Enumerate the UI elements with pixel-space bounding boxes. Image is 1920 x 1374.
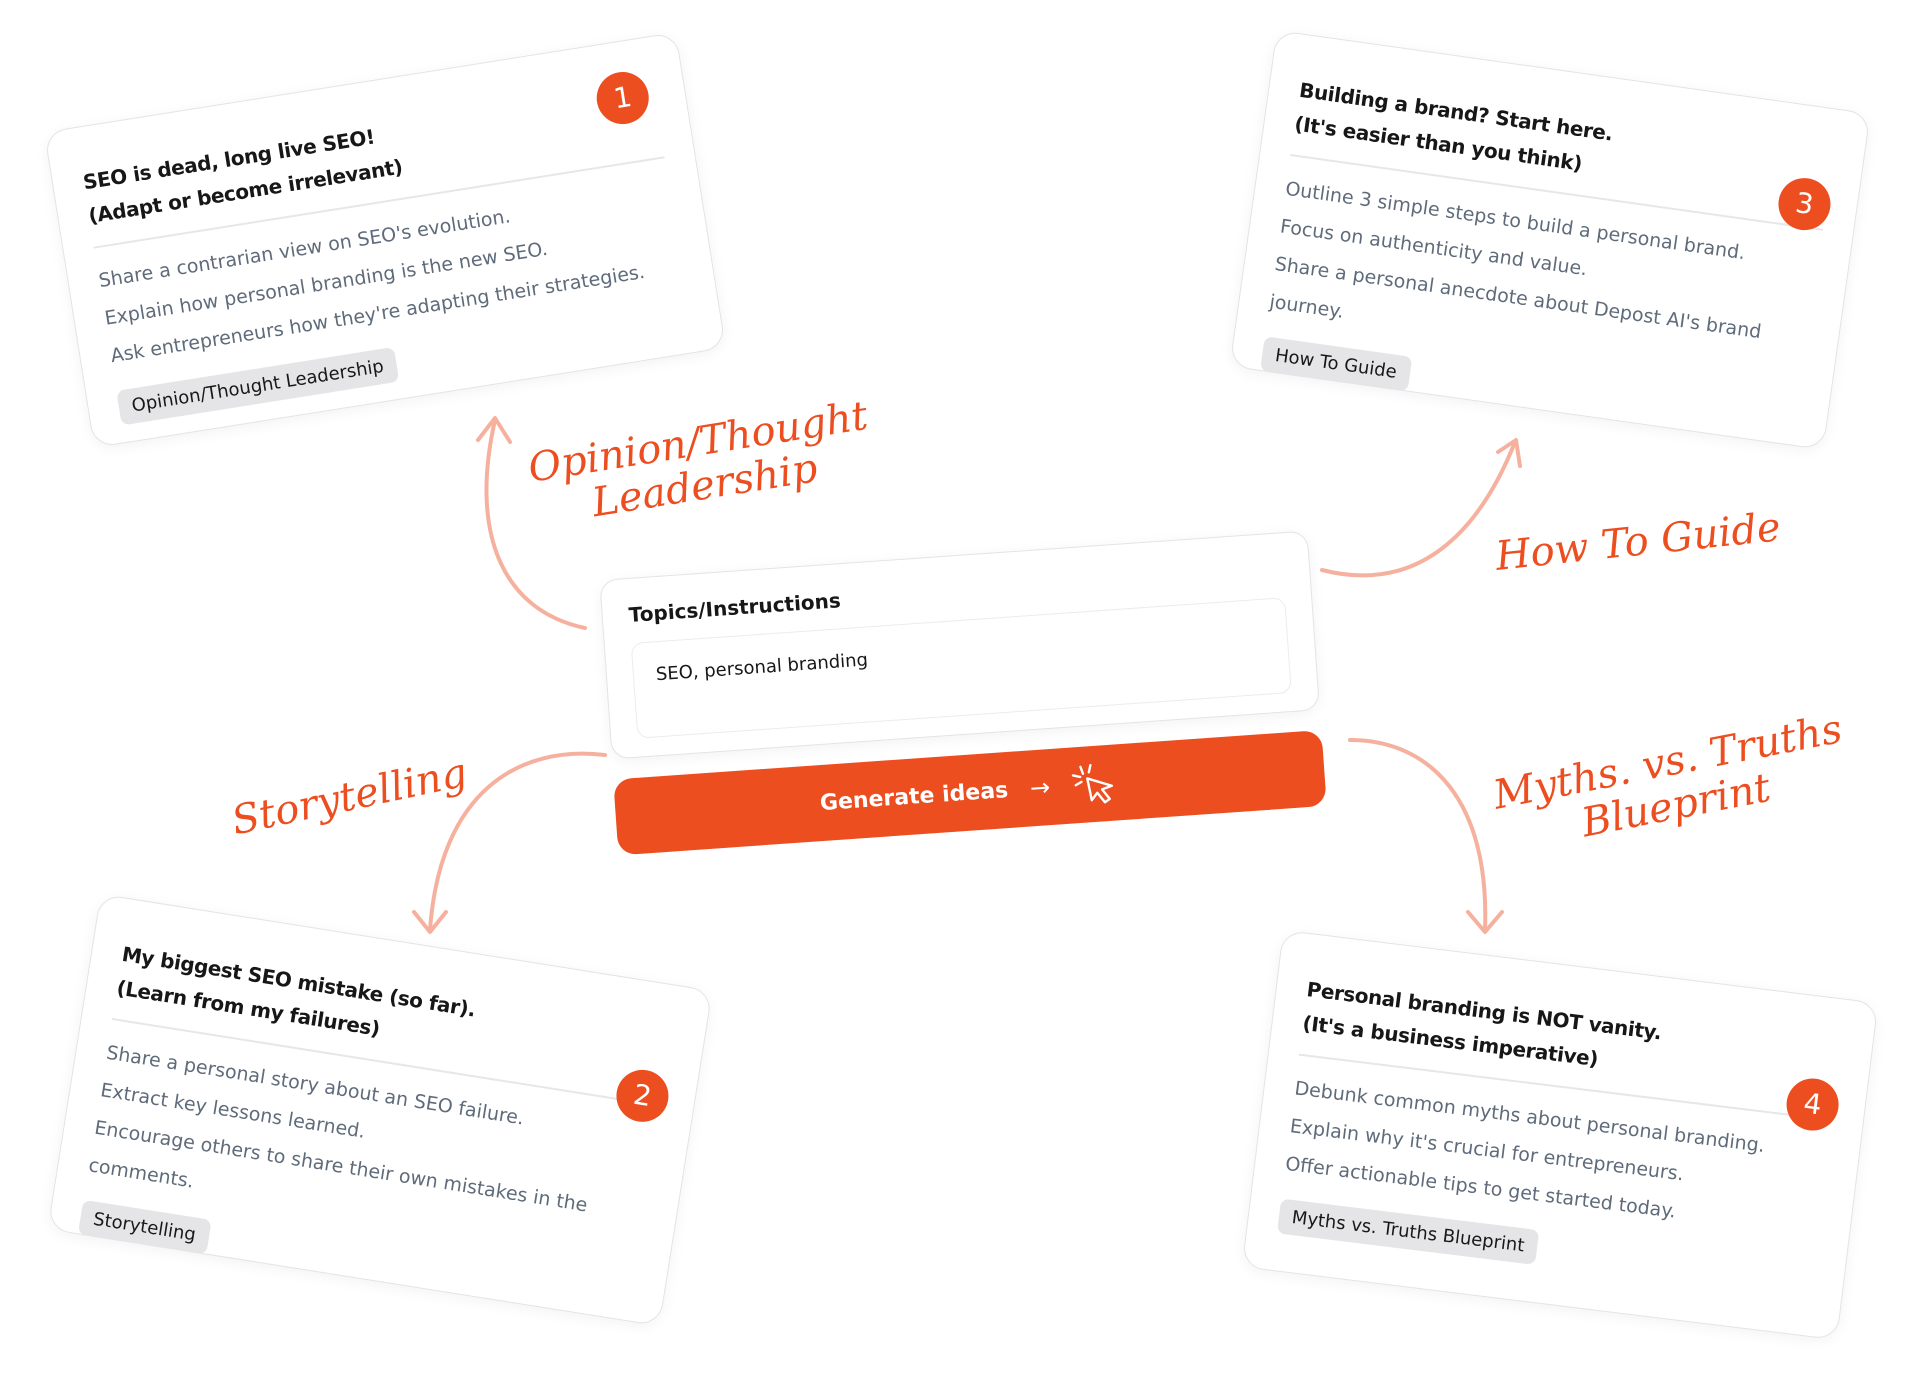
label-opinion-thought-leadership: Opinion/Thought Leadership <box>525 393 877 535</box>
arrowhead-card-2 <box>412 910 448 934</box>
card-type-tag: How To Guide <box>1260 335 1412 392</box>
label-how-to-guide: How To Guide <box>1493 504 1783 580</box>
arrowhead-card-3 <box>1496 438 1522 468</box>
topics-input-panel: Topics/Instructions SEO, personal brandi… <box>599 530 1327 856</box>
idea-card-1[interactable]: 1 SEO is dead, long live SEO! (Adapt or … <box>43 31 727 449</box>
arrow-to-card-4 <box>1348 738 1488 932</box>
label-myths-vs-truths: Myths. vs. Truths Blueprint <box>1490 706 1854 861</box>
arrow-to-card-3 <box>1320 440 1517 578</box>
idea-card-3[interactable]: 3 Building a brand? Start here. (It's ea… <box>1229 29 1871 451</box>
idea-card-4[interactable]: 4 Personal branding is NOT vanity. (It's… <box>1241 929 1879 1341</box>
click-cursor-icon <box>1072 763 1114 804</box>
arrow-right-icon: → <box>1029 773 1052 803</box>
label-storytelling: Storytelling <box>227 749 471 845</box>
generate-button-label: Generate ideas <box>819 777 1009 816</box>
arrowhead-card-1 <box>476 416 512 444</box>
generate-ideas-button[interactable]: Generate ideas → <box>613 729 1327 856</box>
idea-card-2[interactable]: 2 My biggest SEO mistake (so far). (Lear… <box>47 893 713 1327</box>
card-type-tag: Storytelling <box>77 1199 212 1255</box>
arrowhead-card-4 <box>1466 910 1504 934</box>
topics-card: Topics/Instructions SEO, personal brandi… <box>599 530 1321 760</box>
